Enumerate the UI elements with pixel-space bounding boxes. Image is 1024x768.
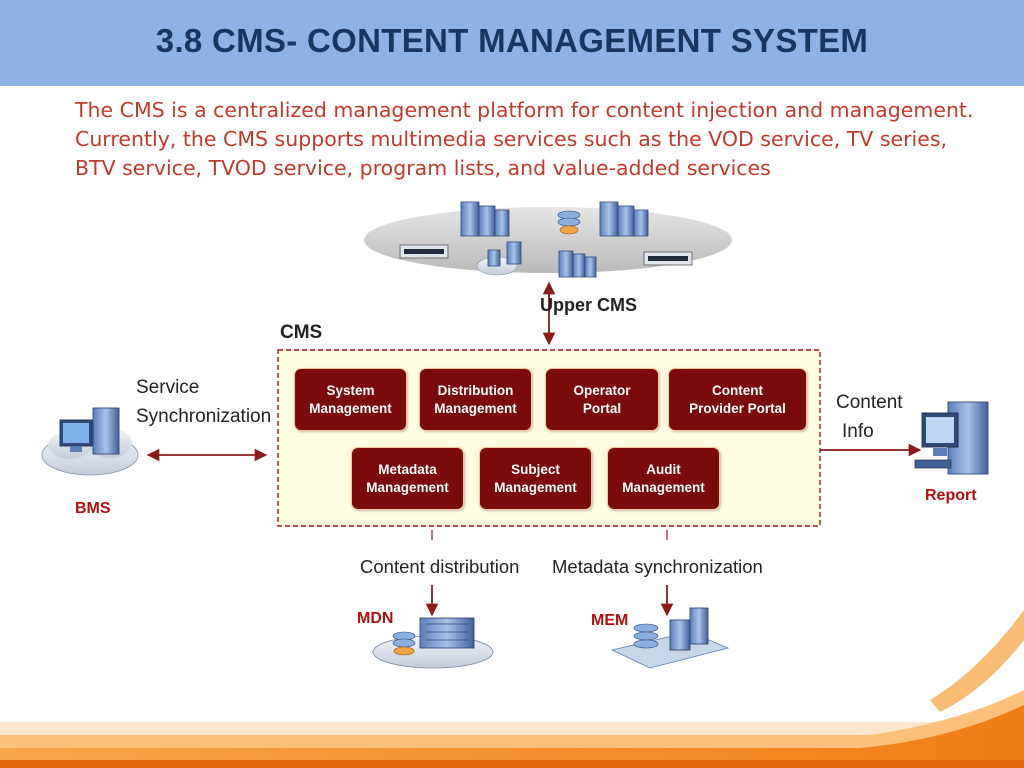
cloud-server-icon bbox=[476, 241, 522, 276]
server-icon bbox=[558, 250, 597, 278]
bms-label: BMS bbox=[75, 500, 111, 517]
slide-title: 3.8 CMS- CONTENT MANAGEMENT SYSTEM bbox=[155, 22, 869, 59]
storage-icon bbox=[557, 210, 581, 235]
upper-cms-cluster bbox=[364, 201, 732, 278]
metadata-sync-label: Metadata synchronization bbox=[552, 556, 763, 577]
service-sync-label-line2: Synchronization bbox=[136, 406, 272, 427]
intro-line-2: Currently, the CMS supports multimedia s… bbox=[75, 127, 948, 151]
module-line: Management bbox=[494, 479, 577, 495]
mdn-label: MDN bbox=[357, 610, 394, 627]
server-icon bbox=[460, 201, 510, 237]
module-line: Management bbox=[366, 479, 449, 495]
module-line: Management bbox=[309, 400, 392, 416]
report-label: Report bbox=[925, 487, 977, 504]
mem-server-icon bbox=[610, 607, 730, 669]
intro-line-3: BTV service, TVOD service, program lists… bbox=[75, 156, 771, 180]
module-line: Portal bbox=[582, 400, 622, 416]
content-distribution-label: Content distribution bbox=[360, 556, 520, 577]
report-computer-icon bbox=[914, 401, 989, 475]
service-sync-label-line1: Service bbox=[136, 377, 200, 398]
module-line: System bbox=[326, 382, 375, 398]
intro-paragraph: The CMS is a centralized management plat… bbox=[75, 96, 975, 183]
module-line: Distribution bbox=[437, 382, 514, 398]
module-line: Subject bbox=[511, 461, 560, 477]
module-line: Metadata bbox=[378, 461, 437, 477]
module-line: Management bbox=[622, 479, 705, 495]
module-line: Management bbox=[434, 400, 517, 416]
module-line: Provider Portal bbox=[689, 400, 786, 416]
intro-line-1: The CMS is a centralized management plat… bbox=[75, 98, 974, 122]
slide-header bbox=[0, 0, 1024, 86]
upper-cms-label: Upper CMS bbox=[540, 295, 638, 315]
content-info-label-line2: Info bbox=[842, 421, 874, 442]
module-line: Content bbox=[712, 382, 763, 398]
equipment-icon bbox=[399, 244, 693, 266]
footer-decoration bbox=[0, 610, 1024, 768]
mem-label: MEM bbox=[591, 612, 629, 629]
content-info-label-line1: Content bbox=[836, 392, 903, 413]
cms-label: CMS bbox=[280, 322, 323, 343]
server-icon bbox=[599, 201, 649, 237]
module-line: Operator bbox=[573, 382, 631, 398]
bms-computer-icon bbox=[41, 407, 139, 476]
module-line: Audit bbox=[646, 461, 681, 477]
mdn-server-icon bbox=[372, 617, 494, 669]
